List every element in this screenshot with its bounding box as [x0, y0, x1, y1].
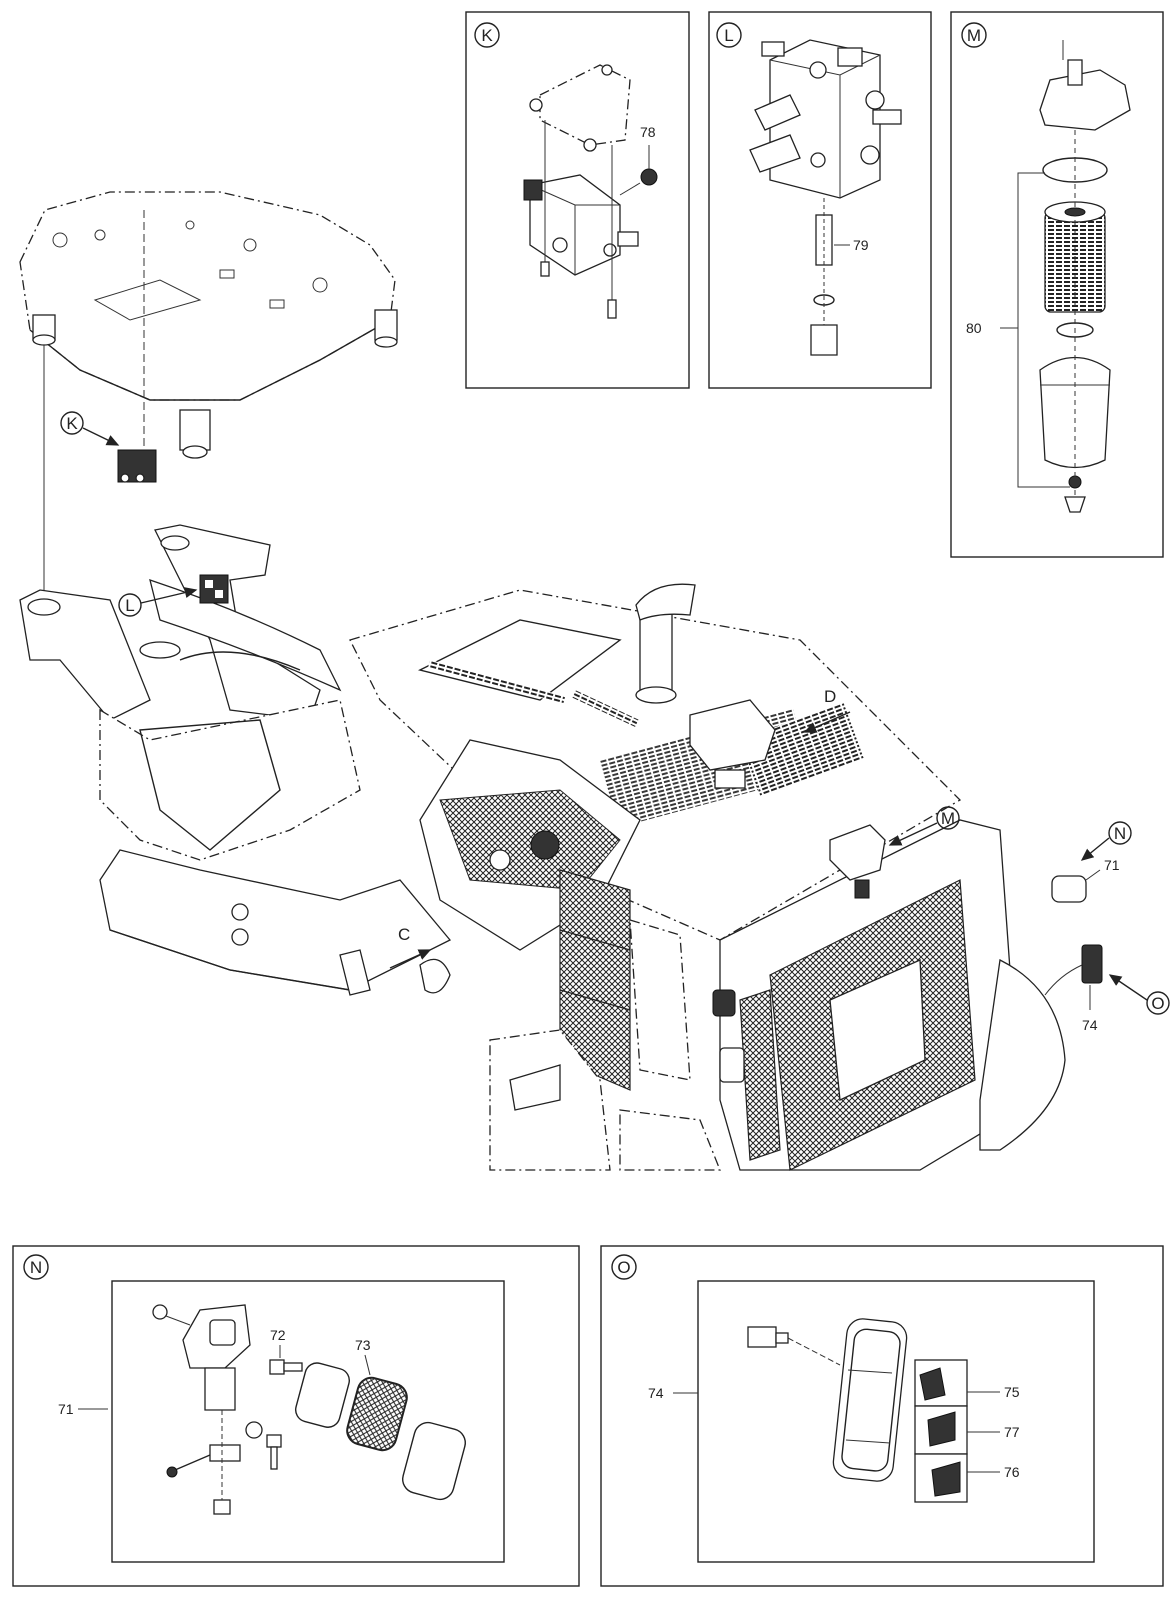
panel-o-letter: O [617, 1258, 630, 1277]
side-door-panel [629, 919, 691, 1081]
part-label-78: 78 [640, 124, 656, 140]
panel-m-badge [961, 22, 987, 48]
air-cleaner-cap [689, 699, 776, 789]
panel-k-letter: K [481, 26, 493, 45]
panel-l-badge [716, 22, 742, 48]
cab-floor-plate [19, 191, 398, 600]
panel-m-frame [950, 11, 1164, 558]
callout-m: M [888, 806, 960, 846]
panel-n: N 72 73 [12, 1245, 580, 1587]
view-arrow-d-letter: D [824, 687, 836, 706]
panel-k-badge [474, 22, 500, 48]
panel-n-letter: N [30, 1258, 42, 1277]
part-74-lamp [832, 1318, 908, 1482]
rear-frame [19, 524, 452, 996]
panel-m: M 80 [950, 11, 1164, 558]
part-78-fitting [619, 145, 658, 196]
panel-o-inner-frame [697, 1280, 1095, 1563]
view-arrow-c-letter: C [398, 925, 410, 944]
panel-n-frame [12, 1245, 580, 1587]
valve-block-l [749, 39, 902, 199]
panel-l: L 79 [708, 11, 932, 389]
fuel-filter-assembly [1000, 40, 1131, 513]
panel-l-frame [708, 11, 932, 389]
bezel [402, 1421, 466, 1501]
panel-k-frame [465, 11, 690, 389]
panel-n-badge [23, 1254, 49, 1280]
lower-chassis [489, 1029, 721, 1171]
part-label-80: 80 [966, 320, 982, 336]
part-label-75: 75 [1004, 1384, 1020, 1400]
callout-m-letter: M [941, 809, 955, 828]
cab-mount-left [32, 314, 56, 346]
part-label-79: 79 [853, 237, 869, 253]
callout-l-letter: L [125, 596, 134, 615]
part-label-76: 76 [1004, 1464, 1020, 1480]
exhaust-stack [635, 583, 696, 704]
connector-plug [747, 1326, 841, 1366]
part-label-73: 73 [355, 1337, 371, 1353]
rear-light-left [712, 989, 745, 1083]
panel-n-inner-frame [111, 1280, 505, 1563]
part-73-lens [346, 1354, 408, 1452]
part-79-tube [810, 198, 850, 356]
panel-o-badge [611, 1254, 637, 1280]
callout-o: O [1108, 974, 1170, 1015]
view-arrow-d: D [803, 687, 851, 733]
callout-n-letter: N [1114, 824, 1126, 843]
callout-k: K [60, 411, 120, 446]
work-light-housing [152, 1304, 251, 1411]
panel-l-letter: L [724, 26, 733, 45]
panel-k: K 78 [465, 11, 690, 389]
view-arrow-c: C [389, 925, 432, 969]
bracket-hardware [166, 1410, 282, 1515]
part-label-72: 72 [270, 1327, 286, 1343]
callout-k-letter: K [66, 414, 78, 433]
panel-o: O 74 75 77 76 [600, 1245, 1164, 1587]
part-label-74: 74 [648, 1385, 664, 1401]
cab-mount-right [374, 309, 398, 348]
panel-m-letter: M [967, 26, 981, 45]
cab-mount-front [179, 409, 211, 459]
part-label-77: 77 [1004, 1424, 1020, 1440]
part-label-74-main: 74 [1082, 1017, 1098, 1033]
reflector-74-on-machine [1044, 944, 1103, 1010]
part-72-bolt [269, 1345, 303, 1375]
valve-block-k [523, 64, 639, 319]
reflector-lenses [914, 1359, 968, 1503]
part-label-71: 71 [58, 1401, 74, 1417]
radiator-housing [719, 819, 1066, 1171]
work-light-71-on-machine [1051, 869, 1101, 903]
gasket [294, 1362, 350, 1428]
callout-n: N [1080, 821, 1132, 861]
panel-o-frame [600, 1245, 1164, 1587]
callout-o-letter: O [1151, 994, 1164, 1013]
side-grille [559, 869, 631, 1091]
callout-l: L [118, 587, 198, 617]
fuel-filter-m-location [829, 824, 886, 899]
valve-k-location [117, 449, 157, 483]
part-label-71-main: 71 [1104, 857, 1120, 873]
valve-l-location [199, 574, 229, 604]
